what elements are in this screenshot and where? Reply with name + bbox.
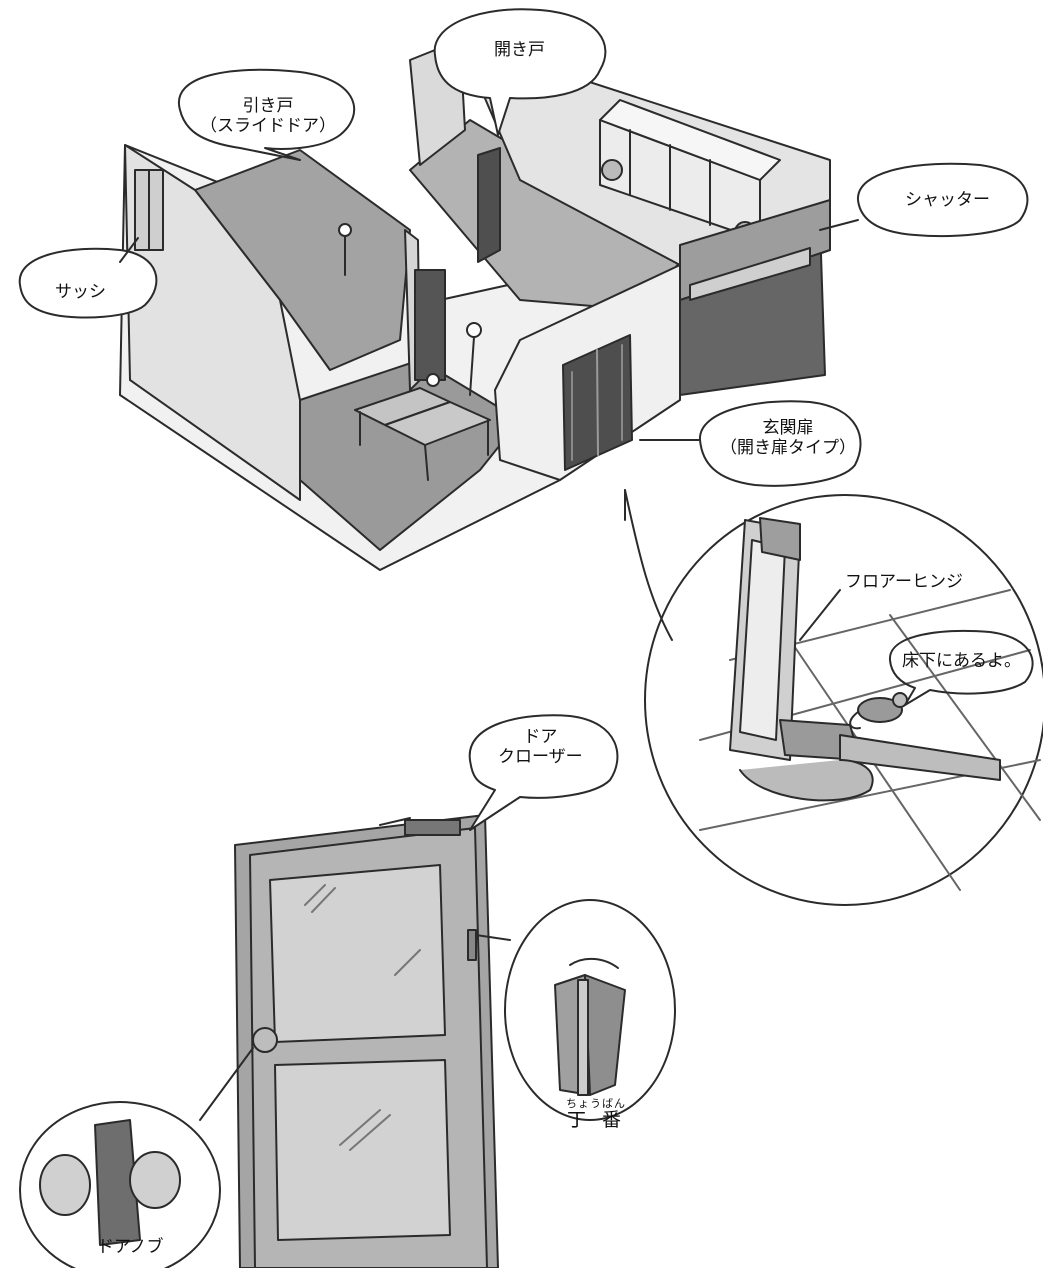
- knob-rose: [94, 1119, 141, 1246]
- door-knob-mount: [252, 1027, 278, 1053]
- label-genkan: 玄関扉 （開き扉タイプ）: [720, 418, 856, 459]
- truck: [599, 99, 781, 243]
- office-desks: [354, 387, 491, 481]
- label-hiraki-do: 開き戸: [494, 40, 545, 60]
- label-hikido: 引き戸 （スライドドア）: [200, 96, 336, 137]
- label-genkan-line2: （開き扉タイプ）: [720, 438, 856, 459]
- floor-hinge-detail: [624, 489, 1043, 906]
- bubble-hiraki-do: [433, 8, 607, 136]
- callout-bubbles: [18, 8, 1029, 487]
- label-door-closer-line1: ドア: [523, 727, 558, 747]
- shutter: [679, 199, 831, 301]
- mouse-figure: [849, 692, 908, 730]
- label-door-knob: ドアノブ: [97, 1237, 164, 1257]
- label-genkan-line1: 玄関扉: [762, 418, 814, 438]
- bubble-genkan: [698, 400, 862, 487]
- label-floor-hinge: フロアーヒンジ: [845, 572, 963, 592]
- bubble-yukashita: [888, 629, 1034, 706]
- label-choban: 丁番: [567, 1109, 638, 1131]
- bubble-sasshi: [18, 247, 158, 319]
- lower-glass-panel: [274, 1059, 451, 1241]
- left-exterior-wall: [124, 144, 301, 501]
- label-hikido-line1: 引き戸: [242, 96, 294, 116]
- hinged-door: [477, 147, 501, 263]
- people-figures: [338, 223, 482, 396]
- upper-glass-panel: [269, 864, 446, 1043]
- label-choban-ruby: ちょうばん: [566, 1097, 626, 1110]
- label-shutter: シャッター: [905, 190, 990, 210]
- door-hinge: [467, 929, 477, 961]
- bubble-closer: [468, 714, 619, 831]
- label-hikido-line2: （スライドドア）: [200, 116, 336, 137]
- interior-door: [414, 269, 446, 381]
- label-door-closer-line2: クローザー: [498, 747, 583, 768]
- door-closer: [404, 819, 461, 836]
- bubble-hikido: [177, 68, 356, 161]
- label-sasshi: サッシ: [55, 282, 106, 302]
- label-door-closer: ドア クローザー: [498, 727, 583, 768]
- bubble-shutter: [856, 162, 1029, 238]
- label-yukashita: 床下にあるよ。: [902, 651, 1021, 671]
- door-diagram: [19, 714, 676, 1268]
